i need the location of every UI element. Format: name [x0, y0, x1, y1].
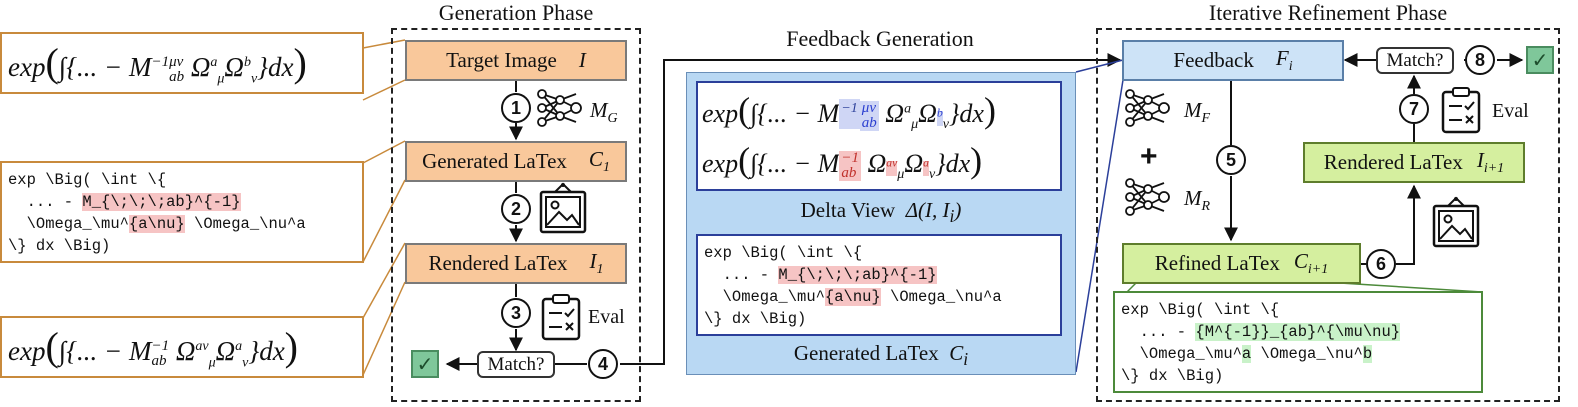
step-5: 5 — [1216, 145, 1246, 175]
refined-latex-node: Refined LaTex Ci+1 — [1122, 243, 1361, 284]
target-image-node: Target Image I — [405, 40, 627, 81]
code-highlight: b — [1362, 345, 1373, 363]
code-line: \} dx \Big) — [8, 237, 111, 255]
code-highlight: M_{\;\;\;ab}^{-1} — [82, 193, 241, 211]
generated-latex-label: Generated LaTex — [422, 149, 567, 173]
check-icon-gen: ✓ — [411, 350, 439, 378]
code-segment: \Omega_\nu^ — [1251, 345, 1363, 363]
code-segment: \Omega_\mu^ — [8, 215, 129, 233]
model-f-label: MF — [1184, 98, 1211, 127]
code-line: \} dx \Big) — [1121, 367, 1224, 385]
rendered-latex-next-node: Rendered LaTex Ii+1 — [1303, 142, 1525, 183]
image-icon — [539, 182, 587, 239]
step-4: 4 — [588, 349, 618, 379]
leader-generated — [362, 140, 406, 164]
feedback-label: Feedback — [1173, 48, 1254, 72]
code-highlight: {a\nu} — [128, 215, 185, 233]
generated-code-box: exp \Big( \int \{ ... - M_{\;\;\;ab}^{-1… — [0, 161, 364, 263]
code-highlight: M_{\;\;\;ab}^{-1} — [778, 266, 937, 284]
code-segment: ... - — [1121, 323, 1196, 341]
feedback-var: Fi — [1275, 45, 1293, 75]
generation-phase-frame — [391, 28, 641, 402]
rendered-latex-next-var: Ii+1 — [1476, 147, 1505, 177]
match-box-refine: Match? — [1376, 47, 1454, 74]
refined-code-box: exp \Big( \int \{ ... - {M^{-1}}_{ab}^{\… — [1113, 291, 1483, 393]
code-highlight: {a\nu} — [824, 288, 881, 306]
generated-latex-var: C1 — [588, 146, 610, 176]
generated-latex-node: Generated LaTex C1 — [405, 141, 627, 182]
step-1: 1 — [501, 93, 531, 123]
target-image-var: I — [578, 48, 586, 72]
feedback-node: Feedback Fi — [1122, 40, 1344, 81]
delta-view-caption: Delta View Δ(I, Ii) — [800, 198, 962, 227]
rendered-latex-node: Rendered LaTex I1 — [405, 243, 627, 284]
feedback-generated-caption: Generated LaTex Ci — [793, 341, 969, 370]
feedback-code-box: exp \Big( \int \{ ... - M_{\;\;\;ab}^{-1… — [696, 234, 1062, 336]
step-2: 2 — [501, 194, 531, 224]
code-highlight: {M^{-1}}_{ab}^{\mu\nu} — [1195, 323, 1401, 341]
code-segment: ... - — [704, 266, 779, 284]
clipboard-icon — [540, 293, 582, 346]
code-segment: ... - — [8, 193, 83, 211]
eval-label-refine: Eval — [1492, 100, 1529, 122]
step-6: 6 — [1366, 249, 1396, 279]
feedback-generation-title: Feedback Generation — [786, 26, 974, 51]
refined-latex-label: Refined LaTex — [1154, 251, 1280, 275]
leader-target — [362, 39, 406, 49]
code-segment: \Omega_\nu^a — [880, 288, 1002, 306]
plus-sign: + — [1140, 140, 1158, 173]
neural-network-icon-f — [1124, 88, 1176, 133]
rendered-latex-next-label: Rendered LaTex — [1323, 150, 1463, 174]
code-segment: \Omega_\mu^ — [1121, 345, 1242, 363]
neural-network-icon — [536, 88, 588, 133]
refinement-phase-frame — [1096, 28, 1560, 402]
eval-label-gen: Eval — [588, 306, 625, 328]
code-line: exp \Big( \int \{ — [1121, 301, 1280, 319]
refinement-phase-title: Iterative Refinement Phase — [1208, 0, 1448, 25]
code-line: exp \Big( \int \{ — [8, 171, 167, 189]
code-line: \} dx \Big) — [704, 310, 807, 328]
rendered-latex-var: I1 — [589, 248, 604, 278]
step-7: 7 — [1399, 94, 1429, 124]
neural-network-icon-r — [1124, 177, 1176, 222]
clipboard-icon-refine — [1440, 86, 1482, 139]
match-box-gen: Match? — [477, 351, 555, 378]
code-line: exp \Big( \int \{ — [704, 244, 863, 262]
model-r-label: MR — [1184, 186, 1211, 215]
check-icon-refine: ✓ — [1526, 46, 1554, 74]
step-8: 8 — [1465, 45, 1495, 75]
leader-rendered — [362, 242, 406, 319]
code-segment: \Omega_\mu^ — [704, 288, 825, 306]
image-icon-refine — [1432, 196, 1480, 253]
refined-latex-var: Ci+1 — [1293, 248, 1329, 278]
rendered-latex-label: Rendered LaTex — [428, 251, 568, 275]
step-3: 3 — [501, 298, 531, 328]
target-image-label: Target Image — [446, 48, 557, 72]
code-segment: \Omega_\nu^a — [184, 215, 306, 233]
model-g-label: MG — [590, 98, 618, 127]
code-highlight: a — [1241, 345, 1252, 363]
generation-phase-title: Generation Phase — [438, 0, 594, 25]
